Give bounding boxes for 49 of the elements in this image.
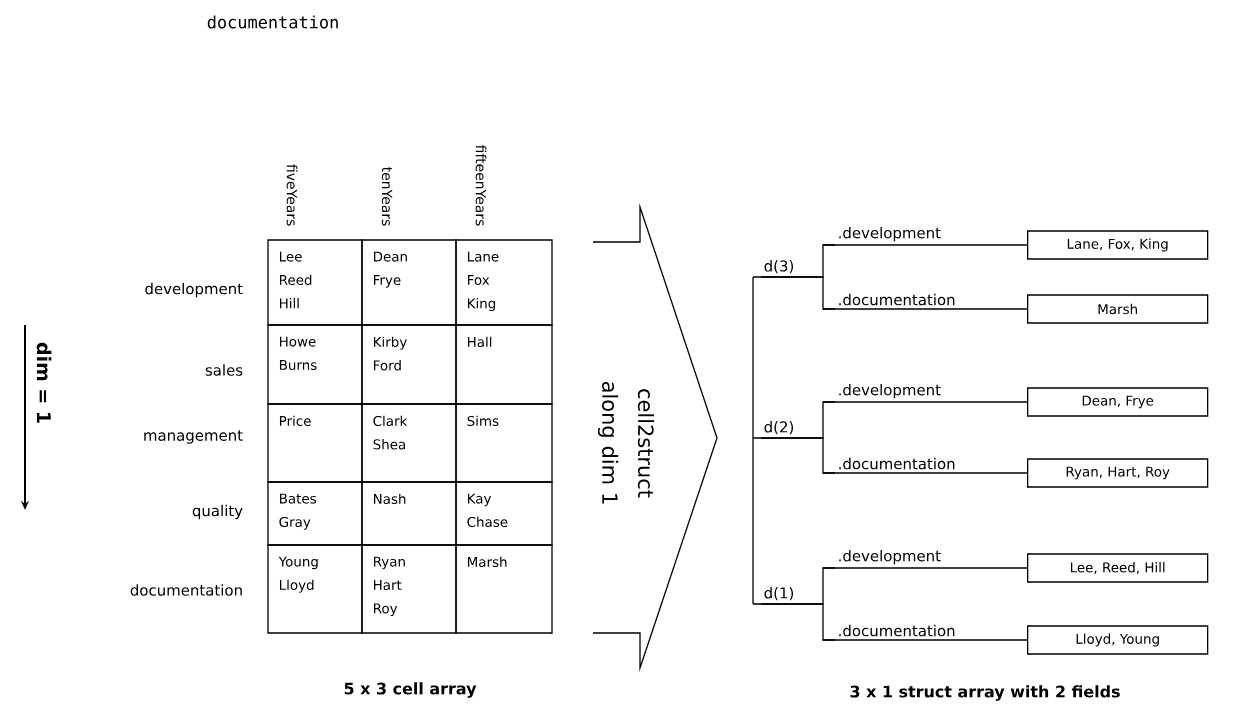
struct-label: d(1) [764, 587, 793, 601]
column-header: tenYears [381, 167, 393, 226]
value-box: Lee, Reed, Hill [1027, 553, 1209, 583]
table-cell: Ryan Hart Roy [361, 544, 457, 634]
field-label: .documentation [839, 293, 955, 306]
table-cell: Kay Chase [455, 481, 553, 546]
table-cell: Sims [455, 403, 553, 483]
table-cell: Bates Gray [267, 481, 363, 546]
row-label: quality [192, 504, 243, 520]
struct-label: d(3) [764, 260, 793, 274]
caption: 5 x 3 cell array [344, 682, 477, 698]
table-cell: Howe Burns [267, 324, 363, 405]
field-label: .development [839, 383, 941, 399]
tree-line [822, 639, 1028, 641]
tree-line [822, 401, 1028, 403]
table-cell: Dean Frye [361, 239, 457, 326]
column-header: fiveYears [286, 164, 298, 226]
value-box: Ryan, Hart, Roy [1027, 458, 1209, 488]
row-label: sales [205, 364, 243, 376]
tree-line [822, 308, 1028, 310]
table-cell: Nash [361, 481, 457, 546]
value-box: Lane, Fox, King [1027, 230, 1209, 260]
struct-label: d(2) [764, 421, 793, 435]
arrow-label: cell2struct along dim 1 [597, 381, 655, 504]
table-cell: Kirby Ford [361, 324, 457, 405]
tree-line [822, 472, 1028, 474]
table-cell: Lane Fox King [455, 239, 553, 326]
axis-label: dim = 1 [36, 342, 52, 423]
row-label: development [145, 282, 243, 298]
field-label: .development [839, 226, 941, 242]
label: documentation [207, 15, 338, 29]
row-label: documentation [130, 584, 242, 596]
value-box: Dean, Frye [1027, 387, 1209, 417]
table-cell: Clark Shea [361, 403, 457, 483]
tree-line [822, 244, 1028, 246]
caption: 3 x 1 struct array with 2 fields [850, 685, 1120, 701]
table-cell: Marsh [455, 544, 553, 634]
value-box: Lloyd, Young [1027, 625, 1209, 655]
field-label: .documentation [839, 624, 955, 637]
table-cell: Lee Reed Hill [267, 239, 363, 326]
table-cell: Young Lloyd [267, 544, 363, 634]
field-label: .development [839, 549, 941, 565]
tree-line [822, 567, 1028, 569]
field-label: .documentation [839, 457, 955, 470]
row-label: management [144, 430, 243, 444]
table-cell: Price [267, 403, 363, 483]
value-box: Marsh [1027, 294, 1209, 324]
table-cell: Hall [455, 324, 553, 405]
column-header: fifteenYears [475, 144, 487, 226]
